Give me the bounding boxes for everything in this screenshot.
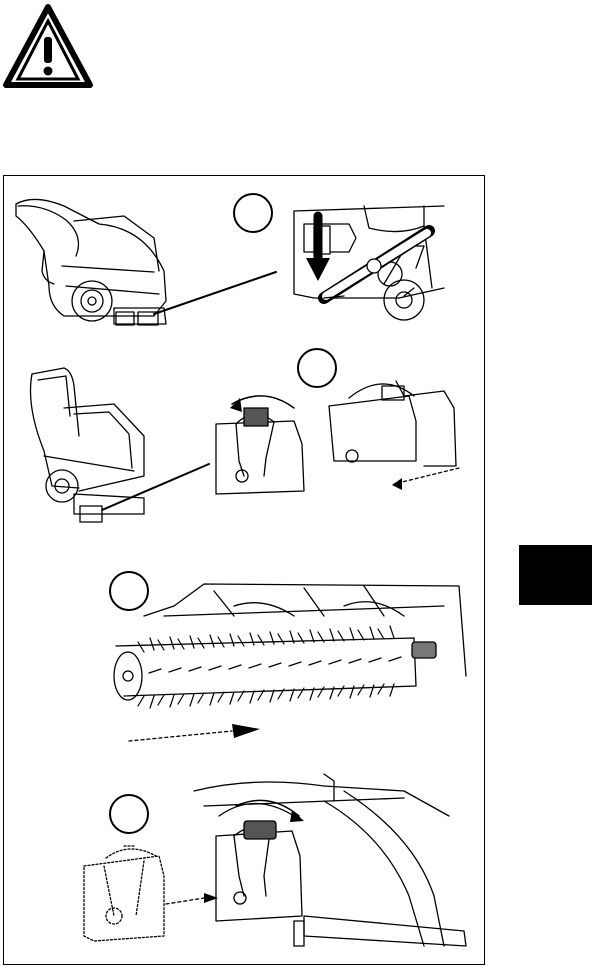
step-3-circle [109,571,149,611]
illustration-canvas [4,176,486,966]
step-2-figure [31,368,460,522]
step-1-circle [233,193,273,233]
warning-triangle-icon [2,3,94,89]
step-4-circle [109,794,149,834]
section-tab [519,545,592,605]
step-3-figure [114,584,466,741]
illustration-frame [3,175,485,965]
step-2-circle [297,348,337,388]
step-1-figure [16,199,444,325]
